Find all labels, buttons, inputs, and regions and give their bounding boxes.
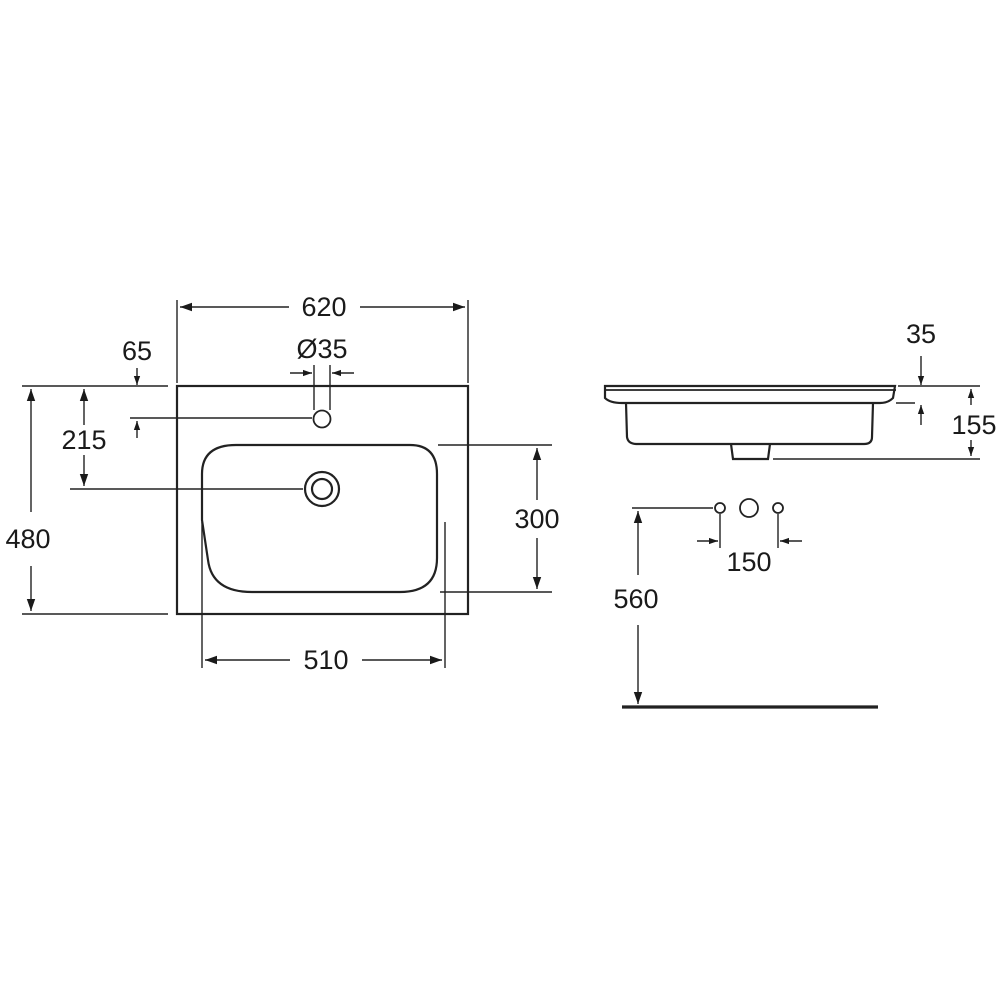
fitting-right — [772, 502, 784, 514]
fitting-left — [714, 502, 726, 514]
dim-35-rim: 35 — [906, 319, 936, 349]
dim-155: 155 — [951, 410, 996, 440]
dim-300: 300 — [514, 504, 559, 534]
dim-d35: Ø35 — [296, 334, 347, 364]
dim-215: 215 — [61, 425, 106, 455]
drain-inner — [310, 477, 334, 501]
basin-outline — [175, 384, 470, 616]
basin-rim — [603, 384, 897, 405]
top-view: 620 480 65 215 Ø35 300 510 — [5, 292, 559, 675]
basin-body — [624, 402, 875, 446]
dim-150: 150 — [726, 547, 771, 577]
bowl-outline — [200, 443, 439, 594]
dim-65: 65 — [122, 336, 152, 366]
dim-620: 620 — [301, 292, 346, 322]
tap-hole — [312, 409, 332, 429]
side-view: 35 155 150 560 — [603, 319, 997, 709]
fitting-center — [739, 498, 759, 518]
dim-510: 510 — [303, 645, 348, 675]
dim-480: 480 — [5, 524, 50, 554]
drain-outer — [303, 470, 341, 508]
dim-560: 560 — [613, 584, 658, 614]
drain-outlet — [729, 443, 772, 461]
